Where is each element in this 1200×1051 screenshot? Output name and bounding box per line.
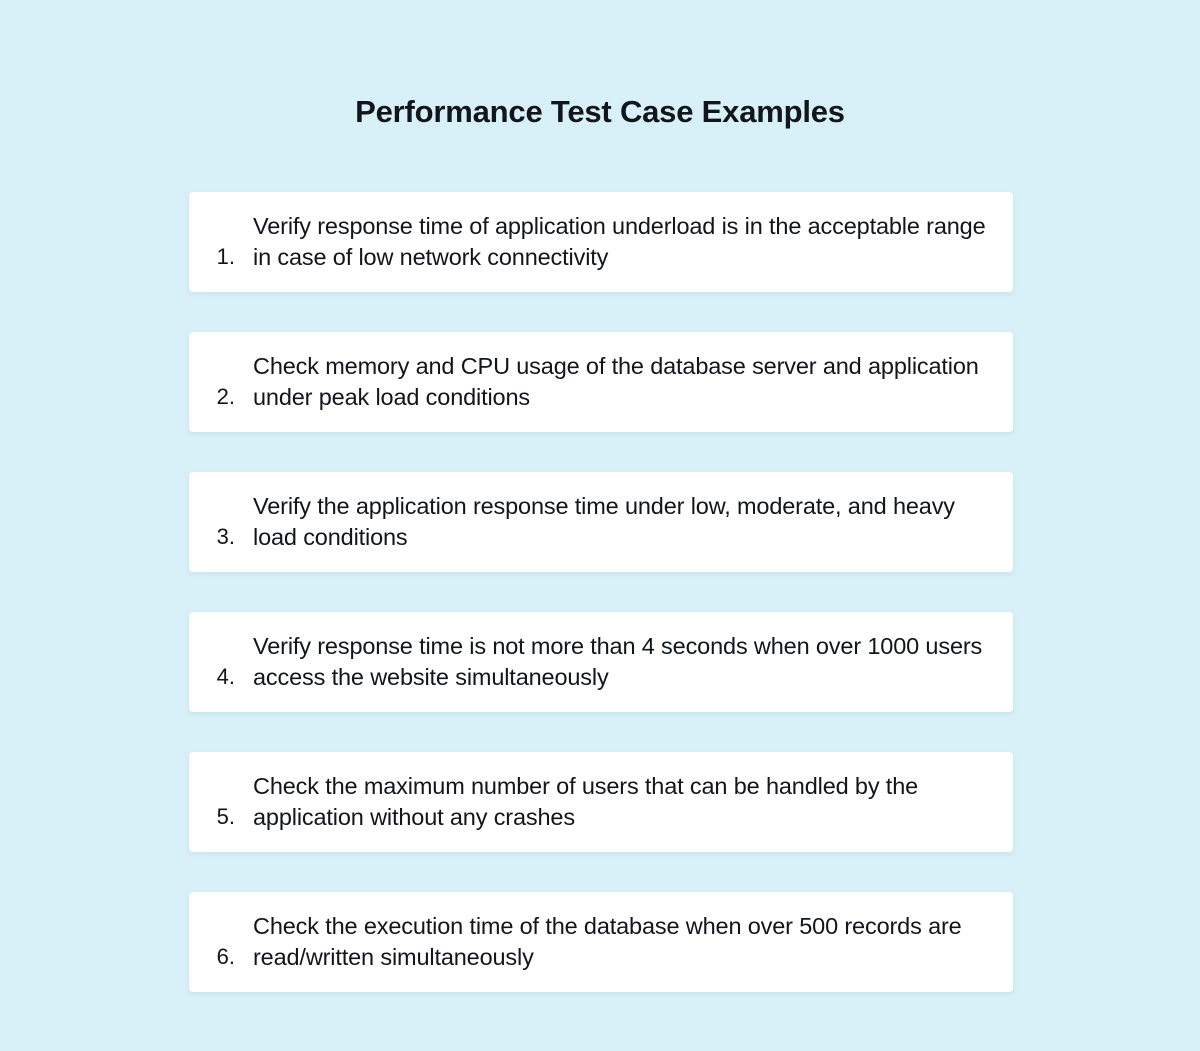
list-item: 5. Check the maximum number of users tha… bbox=[189, 752, 1013, 852]
list-item-number: 3. bbox=[216, 524, 235, 549]
page-title: Performance Test Case Examples bbox=[355, 94, 845, 129]
list-item-number: 1. bbox=[216, 244, 235, 269]
list-item-number: 5. bbox=[216, 804, 235, 829]
list-item: 3. Verify the application response time … bbox=[189, 472, 1013, 572]
list-item: 1. Verify response time of application u… bbox=[189, 192, 1013, 292]
test-case-list: 1. Verify response time of application u… bbox=[189, 192, 1013, 992]
list-item: 4. Verify response time is not more than… bbox=[189, 612, 1013, 712]
list-item-text: Verify the application response time und… bbox=[253, 493, 955, 550]
list-item-text: Verify response time is not more than 4 … bbox=[253, 633, 983, 690]
list-item-number: 2. bbox=[216, 384, 235, 409]
list-item: 6. Check the execution time of the datab… bbox=[189, 892, 1013, 992]
list-item-text: Check memory and CPU usage of the databa… bbox=[253, 353, 979, 410]
list-item-text: Verify response time of application unde… bbox=[253, 213, 986, 270]
list-item-text: Check the maximum number of users that c… bbox=[253, 773, 919, 830]
list-item-number: 4. bbox=[216, 664, 235, 689]
list-item: 2. Check memory and CPU usage of the dat… bbox=[189, 332, 1013, 432]
list-item-number: 6. bbox=[216, 944, 235, 969]
list-item-text: Check the execution time of the database… bbox=[253, 913, 962, 970]
